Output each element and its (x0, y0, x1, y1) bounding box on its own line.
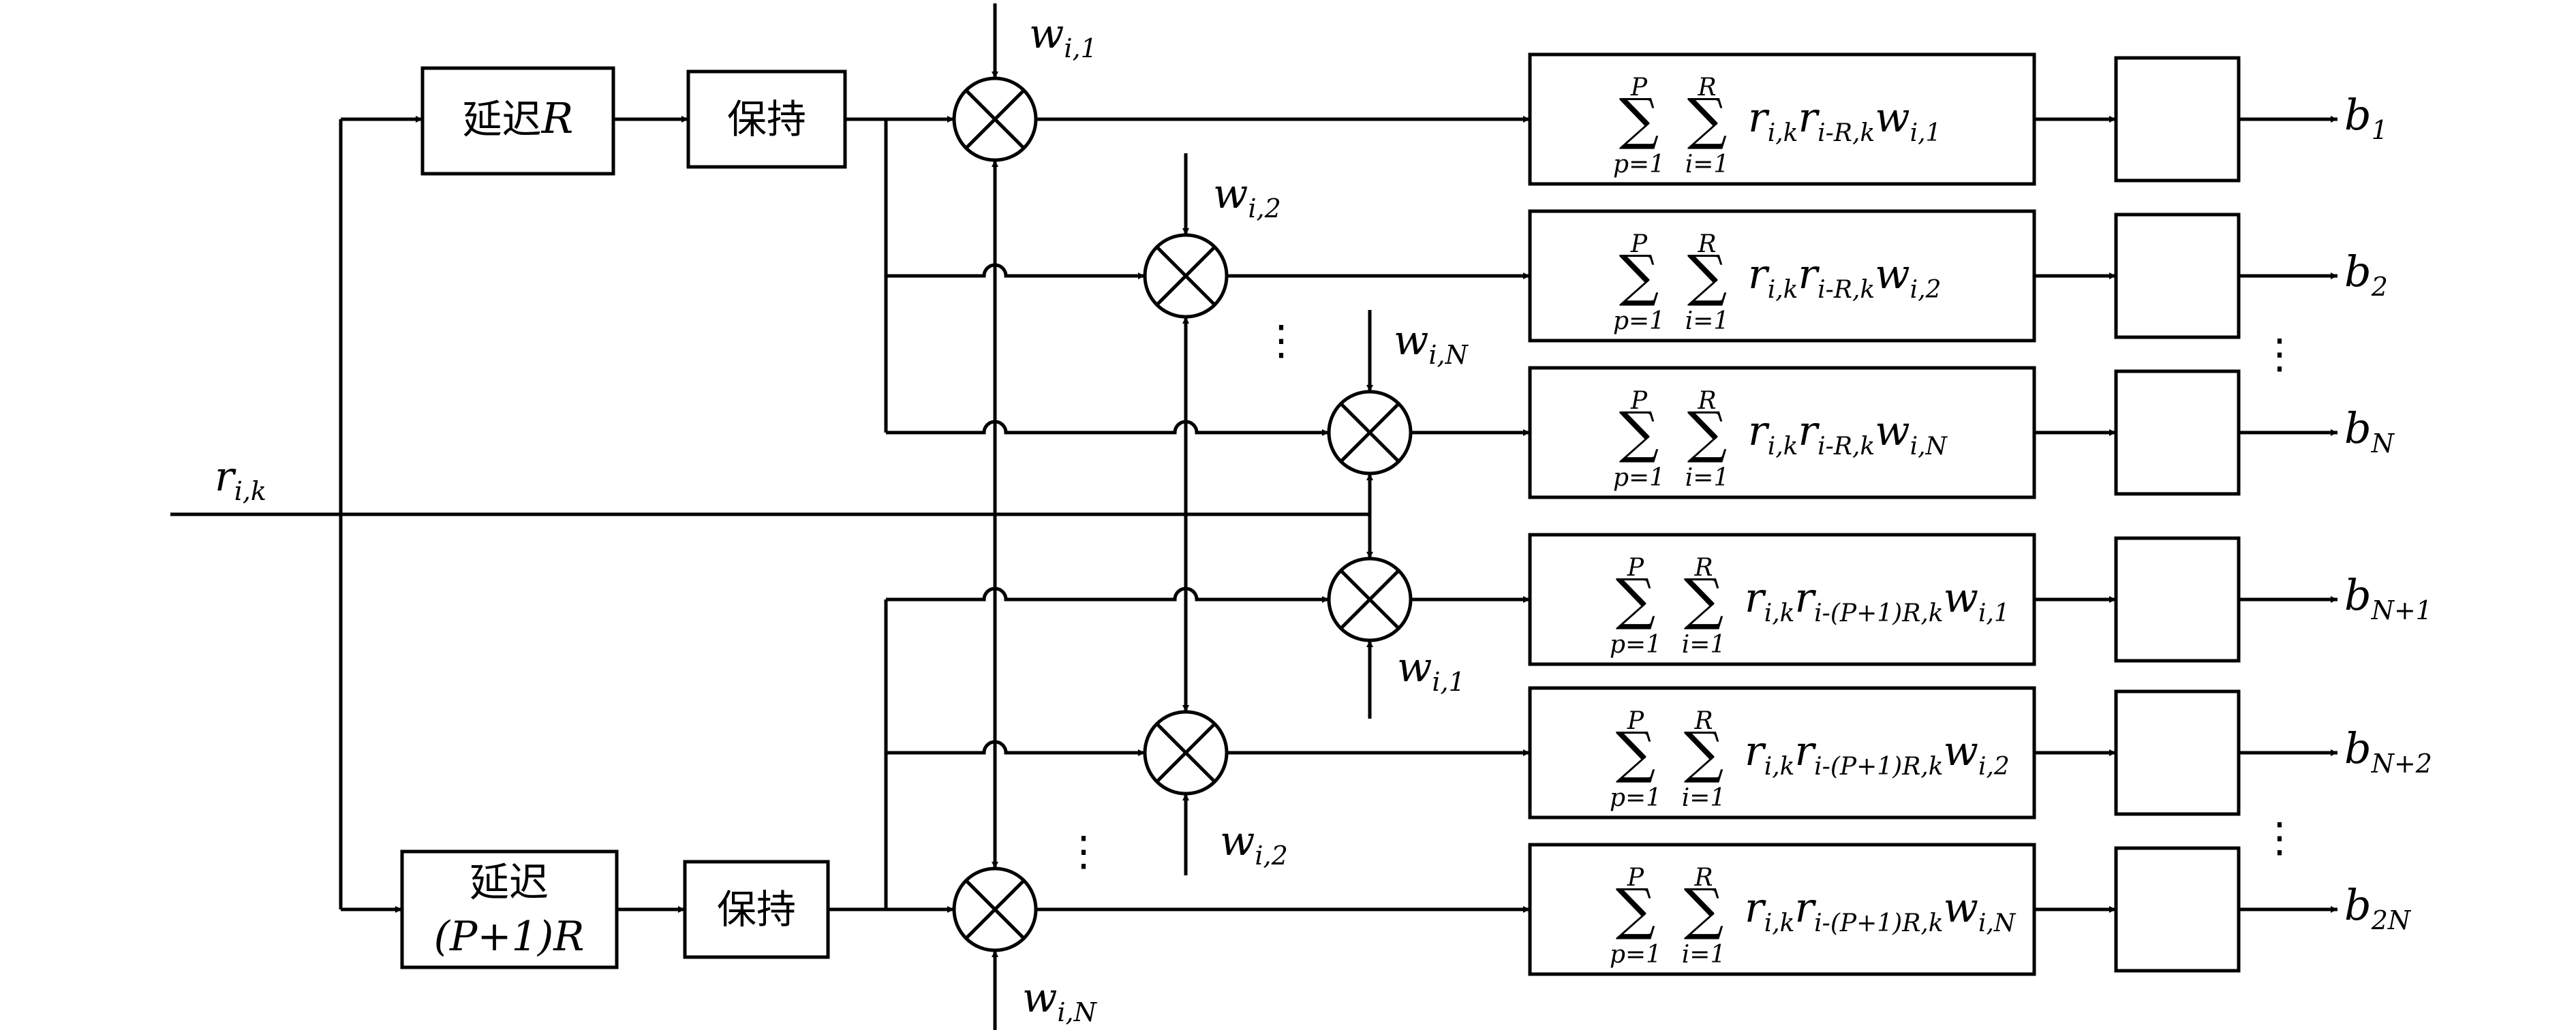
output-label-2: b2 (2344, 247, 2388, 302)
correlation-sum-box-5 (1528, 686, 2036, 820)
decision-box-1 (2114, 56, 2241, 183)
decision-box-3 (2114, 369, 2241, 496)
sum-outer-lower: p=1 (1613, 307, 1665, 335)
sum-sigma-inner: ∑ (1684, 877, 1724, 942)
sum-inner-upper: R (1693, 864, 1713, 892)
decision-box-4 (2114, 536, 2241, 663)
multiplier-cross (1339, 402, 1400, 463)
multiplier-cross (964, 89, 1026, 150)
sum-outer-upper: P (1630, 230, 1648, 258)
output-label-3: bN (2344, 403, 2395, 458)
correlation-sum-box-1 (1528, 52, 2036, 186)
hold-box-top (686, 69, 847, 169)
output-label-6: b2N (2344, 880, 2412, 935)
multiplier-1 (952, 76, 1038, 162)
sum-sigma-outer: ∑ (1619, 87, 1659, 152)
multiplier-cross (964, 879, 1026, 940)
ellipsis-1: ⋮ (1261, 317, 1302, 364)
multiplier-cross (1339, 569, 1400, 630)
output-label-4: bN+1 (2344, 570, 2432, 625)
sum-outer-upper: P (1630, 387, 1648, 415)
sum-outer-lower: p=1 (1610, 941, 1661, 969)
sum-term-5: ri,kri-(P+1)R,kwi,2 (1745, 728, 2010, 781)
sum-sigma-outer: ∑ (1619, 401, 1659, 465)
input-signal-label: ri,k (215, 453, 266, 506)
sum-inner-upper: R (1697, 230, 1716, 258)
sum-inner-lower: i=1 (1682, 631, 1726, 659)
output-label-5: bN+2 (2344, 723, 2432, 779)
sum-sigma-outer: ∑ (1619, 244, 1659, 309)
delay-bottom-label-1: 延迟 (470, 859, 549, 905)
hold-to-mult-2 (886, 263, 1145, 279)
correlation-sum-box-6 (1528, 843, 2036, 976)
sum-inner-lower: i=1 (1685, 307, 1730, 335)
multiplier-5 (1143, 710, 1229, 796)
weight-label-1: wi,1 (1029, 10, 1097, 63)
sum-sigma-inner: ∑ (1687, 87, 1728, 152)
diagram-labels: ri,k延迟R延迟(P+1)R保持保持wi,1wi,2wi,Nwi,1wi,2w… (215, 10, 2432, 1027)
hold-to-mult-3 (886, 420, 1329, 436)
sum-inner-lower: i=1 (1685, 151, 1730, 178)
hold-box-bottom (683, 860, 830, 959)
sum-outer-upper: P (1627, 554, 1644, 582)
multiplier-4 (1327, 557, 1413, 642)
sum-inner-upper: R (1693, 554, 1713, 582)
ellipsis-2: ⋮ (1063, 828, 1104, 875)
weight-label-4: wi,1 (1397, 644, 1465, 697)
delay-bottom-label-2: (P+1)R (434, 913, 585, 961)
multiplier-3 (1327, 390, 1413, 475)
weight-label-3: wi,N (1394, 317, 1469, 370)
sum-sigma-outer: ∑ (1616, 721, 1656, 785)
sum-inner-upper: R (1697, 74, 1716, 102)
sum-outer-upper: P (1627, 864, 1644, 892)
sum-inner-lower: i=1 (1682, 784, 1726, 812)
delay-box-top (420, 66, 615, 176)
sum-inner-upper: R (1697, 387, 1716, 415)
delay-top-label: 延迟R (463, 93, 574, 143)
sum-outer-lower: p=1 (1610, 784, 1661, 812)
hold-to-mult-5 (886, 740, 1145, 756)
weight-label-2: wi,2 (1213, 170, 1281, 223)
ellipsis-4: ⋮ (2259, 814, 2300, 862)
weight-label-5: wi,2 (1220, 817, 1288, 871)
sum-outer-lower: p=1 (1613, 151, 1665, 178)
sum-term-3: ri,kri-R,kwi,N (1748, 407, 1948, 461)
sum-outer-upper: P (1627, 707, 1644, 735)
sum-sigma-inner: ∑ (1687, 244, 1728, 309)
correlation-sum-box-3 (1528, 366, 2036, 499)
output-label-1: b1 (2344, 90, 2388, 145)
sum-term-2: ri,kri-R,kwi,2 (1748, 251, 1941, 304)
decision-box-6 (2114, 846, 2241, 973)
sum-sigma-outer: ∑ (1616, 877, 1656, 942)
hold-bottom-label: 保持 (717, 886, 796, 933)
sum-outer-lower: p=1 (1613, 464, 1665, 492)
sum-sigma-inner: ∑ (1684, 721, 1724, 785)
weight-label-6: wi,N (1022, 974, 1098, 1027)
correlation-sum-box-2 (1528, 209, 2036, 343)
correlation-sum-box-4 (1528, 533, 2036, 666)
hold-to-mult-4 (886, 587, 1329, 603)
decision-box-5 (2114, 689, 2241, 816)
ellipsis-3: ⋮ (2259, 330, 2300, 378)
sum-outer-lower: p=1 (1610, 631, 1661, 659)
sum-inner-upper: R (1693, 707, 1713, 735)
sum-sigma-inner: ∑ (1687, 401, 1728, 465)
sum-inner-lower: i=1 (1685, 464, 1730, 492)
sum-sigma-outer: ∑ (1616, 567, 1656, 632)
sum-inner-lower: i=1 (1682, 941, 1726, 969)
decision-box-2 (2114, 213, 2241, 339)
sum-outer-upper: P (1630, 74, 1648, 102)
hold-top-label: 保持 (727, 96, 806, 142)
multiplier-cross (1155, 245, 1216, 307)
multiplier-cross (1155, 722, 1216, 783)
delay-box-bottom (400, 849, 619, 969)
sum-term-6: ri,kri-(P+1)R,kwi,N (1745, 884, 2017, 937)
sum-sigma-inner: ∑ (1684, 567, 1724, 632)
multiplier-2 (1143, 233, 1229, 319)
diagram-blocks (400, 52, 2241, 976)
multiplier-6 (952, 867, 1038, 952)
sum-term-1: ri,kri-R,kwi,1 (1748, 94, 1941, 147)
sum-term-4: ri,kri-(P+1)R,kwi,1 (1745, 574, 2010, 627)
